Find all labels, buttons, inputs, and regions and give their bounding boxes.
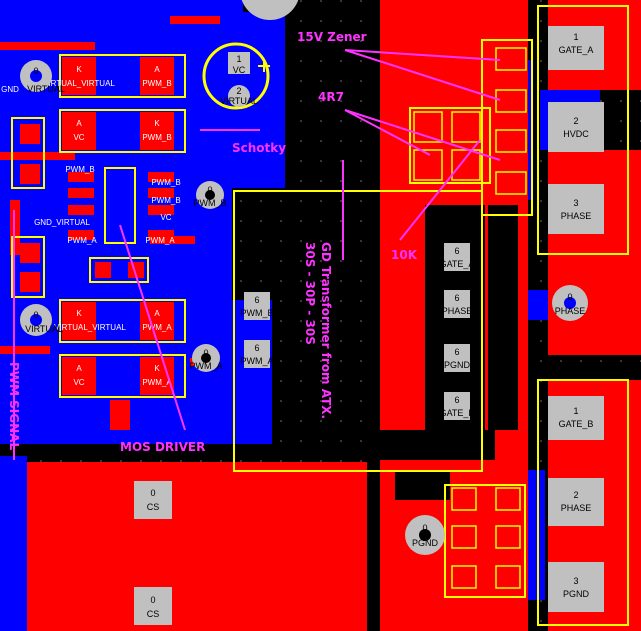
cs-pad-2[interactable]: 0 CS	[134, 587, 172, 625]
pwm-label: PWM_B	[151, 196, 180, 205]
pad-num: 6	[454, 347, 459, 357]
pgnd-pad[interactable]: 0 PGND	[405, 515, 445, 555]
pwm-b-pad[interactable]: 0 PWM_B	[193, 181, 227, 209]
pad-label: K	[76, 309, 82, 318]
pad-net: VIRTUAL	[25, 324, 63, 334]
pad-net: PGND	[412, 538, 439, 548]
pad-num: 0	[203, 348, 208, 358]
transformer-pads[interactable]: 6 PWM_B 6 PWM_A 6 GATE_A 6 PHASE 6 PGND …	[240, 243, 474, 420]
pad-label: A	[154, 309, 160, 318]
pad-net: CS	[147, 502, 160, 512]
pad-num: 6	[454, 293, 459, 303]
pin-net: GATE_B	[559, 419, 594, 429]
gd-transformer-label: GD Transformer from ATX.	[319, 242, 333, 419]
capacitor-c1[interactable]: 1 VC 2 VIRTUAL	[202, 42, 270, 110]
pin-num: 1	[573, 32, 578, 42]
pad-num: 0	[150, 595, 155, 605]
pin-net: PGND	[563, 589, 590, 599]
pad-num: 6	[454, 246, 459, 256]
virtual-label: GND_VIRTUAL	[34, 218, 90, 227]
cs-pad-1[interactable]: 0 CS	[134, 481, 172, 519]
pwm-signal-label: PWM SIGNAL	[7, 362, 21, 450]
r10k-label: 10K	[391, 248, 418, 262]
pad-net: PHASE	[442, 306, 473, 316]
gd-transformer-spec: 30S - 30P - 30S	[303, 242, 317, 345]
pad-num: 0	[33, 66, 38, 76]
pad-net: VC	[233, 65, 246, 75]
pin-num: 2	[573, 490, 578, 500]
pin-net: GATE_A	[559, 45, 594, 55]
pin-net: PHASE	[561, 211, 592, 221]
pad-net: PWM_A	[240, 356, 273, 366]
virtual-pad-1[interactable]: 0 VIRTUAL	[20, 60, 65, 94]
pad-num: 0	[207, 185, 212, 195]
pin-num: 2	[573, 116, 578, 126]
pad-net: VIRTUAL	[27, 84, 65, 94]
large-pad-top[interactable]	[240, 0, 300, 20]
pad-net: PWM_A	[189, 361, 222, 371]
pad-num: 1	[236, 54, 241, 64]
gate-drive-resistors[interactable]	[413, 47, 527, 589]
pad-label: A	[76, 119, 82, 128]
pad-label: K	[154, 364, 160, 373]
zener-label: 15V Zener	[297, 30, 367, 44]
pad-num: 0	[422, 523, 427, 533]
pad-net: PGND	[444, 360, 471, 370]
component-r4[interactable]: A VC K PWM_A	[62, 357, 174, 395]
mos-driver-ic[interactable]	[20, 124, 174, 292]
pad-label: K	[154, 119, 160, 128]
pwm-label: PWM_B	[151, 178, 180, 187]
pad-label: K	[76, 65, 82, 74]
pad-net: GATE_B	[440, 408, 475, 418]
r47-label: 4R7	[318, 90, 344, 104]
pad-num: 0	[567, 292, 572, 302]
pad-net: VC	[73, 378, 84, 387]
connector-top[interactable]: 1 GATE_A 2 HVDC 3 PHASE	[548, 26, 604, 234]
component-r2[interactable]: A VC K PWM_B	[62, 112, 174, 150]
pad-num: 6	[254, 343, 259, 353]
pad-net: PWM_A	[142, 378, 172, 387]
virtual-pad-2[interactable]: 0 VIRTUAL	[20, 304, 63, 336]
pad-net: PWM_B	[142, 79, 171, 88]
pad-net: PWM_B	[142, 133, 171, 142]
component-r3[interactable]: K VIRTUAL_VIRTUAL A PWM_A	[54, 302, 174, 340]
pad-net: GATE_A	[440, 259, 475, 269]
pad-net: VIRTUAL	[220, 96, 258, 106]
pwm-label: PWM_A	[145, 236, 175, 245]
pin-num: 1	[573, 406, 578, 416]
pwm-label: PWM_A	[67, 236, 97, 245]
pad-num: 6	[454, 395, 459, 405]
pin-net: HVDC	[563, 129, 589, 139]
pwm-label: PWM_B	[65, 165, 94, 174]
vc-label: VC	[160, 213, 171, 222]
phase-pad[interactable]: 0 PHASE	[552, 285, 588, 321]
pwm-a-pad[interactable]: 0 PWM_A	[189, 344, 223, 372]
pad-net: PWM_B	[193, 198, 226, 208]
pad-num: 6	[254, 295, 259, 305]
pad-label: A	[76, 364, 82, 373]
pin-net: PHASE	[561, 503, 592, 513]
pad-num: 0	[33, 310, 38, 320]
pad-net: CS	[147, 609, 160, 619]
component-r1[interactable]: K VIRTUAL_VIRTUAL A PWM_B	[43, 57, 174, 95]
silkscreen-layer	[11, 5, 629, 626]
pad-net: VIRTUAL_VIRTUAL	[43, 79, 115, 88]
pad-net: VC	[73, 133, 84, 142]
pad-label: A	[154, 65, 160, 74]
pad-num: 0	[150, 488, 155, 498]
pin-num: 3	[573, 576, 578, 586]
mos-driver-label: MOS DRIVER	[120, 440, 205, 454]
pad-net: PWM_A	[142, 323, 172, 332]
pad-net: PHASE	[555, 306, 586, 316]
pin-num: 3	[573, 198, 578, 208]
pad-net: PWM_B	[240, 308, 273, 318]
pad-net: VIRTUAL_VIRTUAL	[54, 323, 126, 332]
schottky-label: Schotky	[232, 141, 286, 155]
pad-num: 2	[236, 86, 241, 96]
connector-bottom[interactable]: 1 GATE_B 2 PHASE 3 PGND	[548, 396, 604, 612]
gnd-label: GND	[1, 85, 19, 94]
annotation-leaders	[13, 49, 501, 460]
